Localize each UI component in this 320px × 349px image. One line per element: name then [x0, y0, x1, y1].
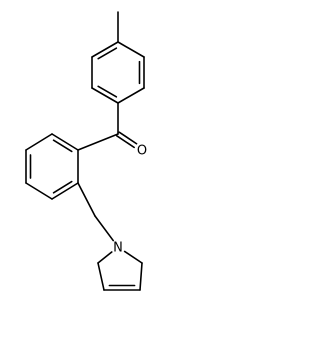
bond-p4-p5 — [97, 262, 105, 291]
bond-r1c-r1d — [91, 87, 119, 104]
bond-r2b-r2c — [25, 133, 53, 151]
bond-r1a-r1b — [91, 41, 119, 58]
bond-carbonyl-r2a — [77, 133, 119, 151]
atom-label-nitrogen: N — [113, 241, 123, 256]
bond-r2a-r2b — [51, 133, 79, 151]
bond-ch2-nitrogen — [94, 215, 115, 242]
bond-r1c-r1d-inner — [97, 85, 118, 98]
atom-label-oxygen: O — [137, 144, 147, 159]
bond-r1a-r1b-inner — [97, 47, 118, 60]
bond-r2f-ch2 — [77, 182, 96, 217]
bond-r2d-r2e — [25, 182, 53, 200]
bond-r2a-r2b-inner — [52, 139, 73, 153]
bond-p2-p3 — [139, 262, 143, 291]
bond-r2e-r2f — [51, 182, 79, 200]
bond-nitrogen-p2 — [123, 250, 143, 264]
bond-p5-nitrogen — [97, 251, 113, 264]
bond-r1d-r1e — [117, 87, 145, 104]
bond-layer — [25, 11, 145, 291]
bond-r2e-r2f-inner — [52, 180, 73, 194]
molecule-svg: ON — [25, 11, 147, 291]
bond-carbonyl-oxygen-a — [115, 135, 135, 149]
atom-label-layer: ON — [113, 144, 147, 256]
bond-r1f-r1a — [117, 41, 145, 58]
bond-carbonyl-oxygen-b — [118, 131, 138, 145]
